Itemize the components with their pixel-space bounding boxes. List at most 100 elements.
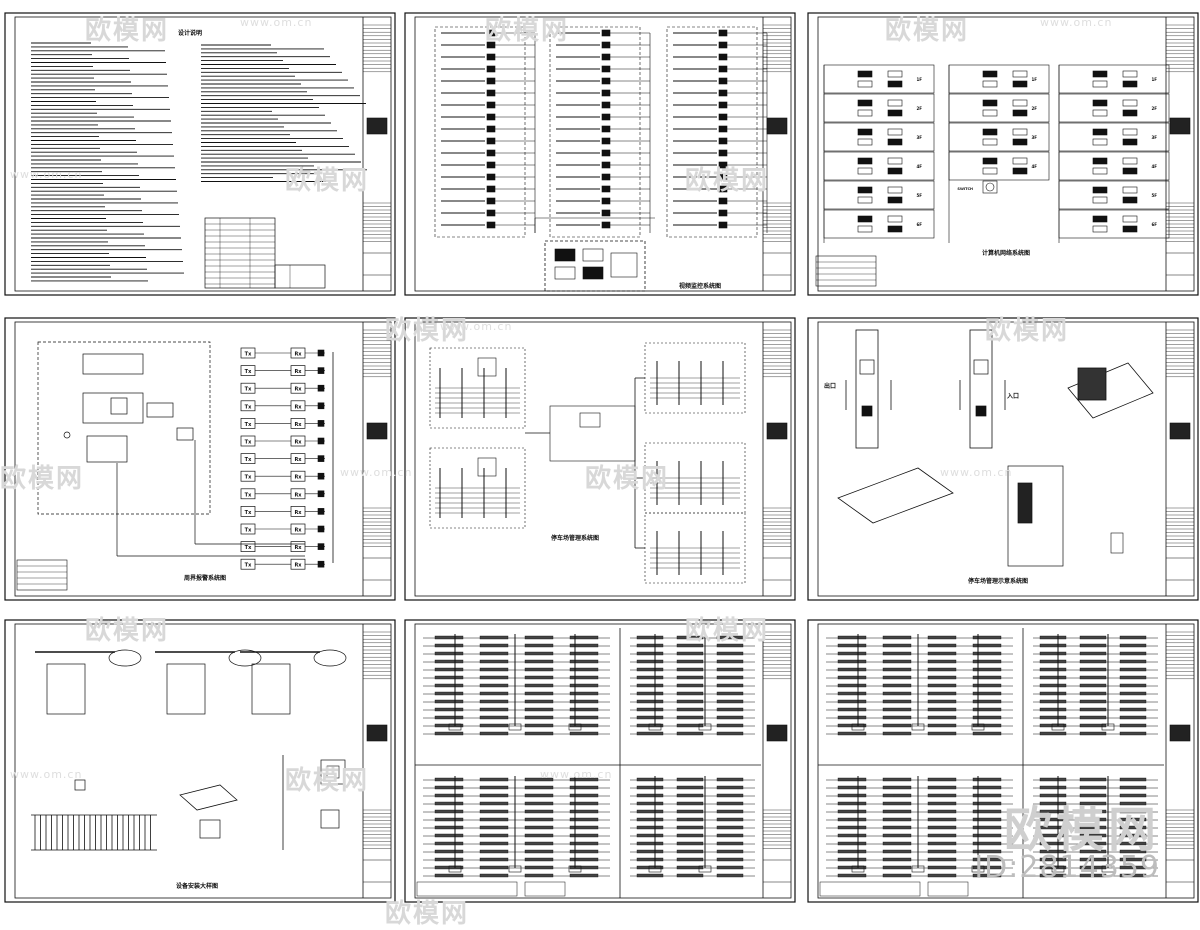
gate-sketch	[1067, 362, 1154, 419]
tx-label: Tx	[245, 440, 252, 446]
drawing-box	[199, 819, 221, 839]
drawing-box	[1092, 196, 1108, 204]
drawing-box	[1101, 723, 1115, 731]
drawing-box	[882, 849, 912, 854]
drawing-box	[882, 777, 912, 782]
drawing-box	[857, 215, 873, 223]
drawing-box	[716, 667, 744, 672]
rx-label: Rx	[294, 387, 302, 393]
drawing-box	[887, 138, 903, 146]
drawing-box	[601, 173, 611, 181]
drawing-box	[479, 833, 509, 838]
drawing-box	[718, 185, 728, 193]
drawing-box	[544, 240, 646, 292]
drawing-box	[927, 635, 957, 640]
drawing-box	[434, 785, 464, 790]
drawing-box	[972, 777, 1002, 782]
drawing-box	[882, 825, 912, 830]
drawing-box	[366, 724, 388, 742]
drawing-box	[1169, 724, 1191, 742]
drawing-box	[579, 412, 601, 428]
drawing-box	[973, 359, 989, 375]
drawing-box	[1079, 675, 1107, 680]
drawing-box	[676, 723, 704, 728]
panel-equipment-install: 设备安装大样图	[4, 619, 396, 903]
drawing-box	[601, 221, 611, 229]
drawing-box	[676, 659, 704, 664]
drawing-box	[636, 699, 664, 704]
drawing-box	[479, 635, 509, 640]
drawing-box	[718, 89, 728, 97]
exit-label: 出口	[824, 382, 836, 390]
drawing-box	[857, 138, 873, 146]
drawing-box	[434, 857, 464, 862]
drawing-box	[882, 699, 912, 704]
drawing-box	[982, 70, 998, 78]
drawing-box	[887, 157, 903, 165]
drawing-box	[1092, 167, 1108, 175]
drawing-box	[837, 793, 867, 798]
drawing-box	[972, 659, 1002, 664]
drawing-box	[857, 186, 873, 194]
drawing-box	[320, 809, 340, 829]
floor-label: 4F	[1151, 164, 1157, 169]
drawing-box	[1039, 699, 1067, 704]
drawing-box	[1012, 157, 1028, 165]
drawing-box	[972, 817, 1002, 822]
drawing-box	[601, 137, 611, 145]
detail-callout	[313, 649, 347, 667]
drawing-box	[1079, 723, 1107, 728]
drawing-box	[716, 715, 744, 720]
drawing-box	[972, 865, 1002, 870]
drawing-box	[837, 801, 867, 806]
drawing-box	[1079, 777, 1107, 782]
drawing-box	[1007, 465, 1064, 567]
page-title: 视频监控系统图	[679, 282, 721, 290]
drawing-box	[434, 833, 464, 838]
drawing-box	[1012, 109, 1028, 117]
drawing-box	[486, 209, 496, 217]
drawing-box	[927, 777, 957, 782]
rx-label: Rx	[294, 475, 302, 481]
drawing-box	[972, 691, 1002, 696]
drawing-box	[320, 759, 346, 785]
drawing-box	[636, 691, 664, 696]
drawing-box	[1119, 723, 1147, 728]
drawing-box	[82, 392, 144, 424]
drawing-box	[718, 197, 728, 205]
drawing-box	[486, 149, 496, 157]
drawing-box	[718, 221, 728, 229]
drawing-box	[636, 785, 664, 790]
drawing-box	[1092, 186, 1108, 194]
drawing-box	[317, 472, 325, 480]
drawing-box	[524, 809, 554, 814]
drawing-box	[636, 841, 664, 846]
drawing-box	[972, 699, 1002, 704]
page-title: 停车场管理示意系统图	[968, 577, 1028, 585]
drawing-box	[486, 29, 496, 37]
drawing-box	[601, 125, 611, 133]
drawing-box	[882, 651, 912, 656]
drawing-box	[479, 691, 509, 696]
drawing-box	[927, 809, 957, 814]
drawing-box	[524, 643, 554, 648]
drawing-box	[524, 699, 554, 704]
drawing-box	[569, 849, 599, 854]
drawing-box	[972, 801, 1002, 806]
drawing-box	[882, 667, 912, 672]
drawing-box	[1119, 809, 1147, 814]
drawing-box	[477, 457, 497, 477]
drawing-box	[857, 225, 873, 233]
drawing-box	[317, 525, 325, 533]
drawing-box	[927, 881, 969, 897]
drawing-box	[716, 785, 744, 790]
drawing-box	[1077, 367, 1107, 401]
drawing-box	[636, 731, 664, 736]
drawing-box	[636, 817, 664, 822]
drawing-box	[508, 865, 522, 873]
drawing-box	[524, 667, 554, 672]
drawing-box	[601, 185, 611, 193]
drawing-box	[1039, 651, 1067, 656]
drawing-box	[972, 707, 1002, 712]
